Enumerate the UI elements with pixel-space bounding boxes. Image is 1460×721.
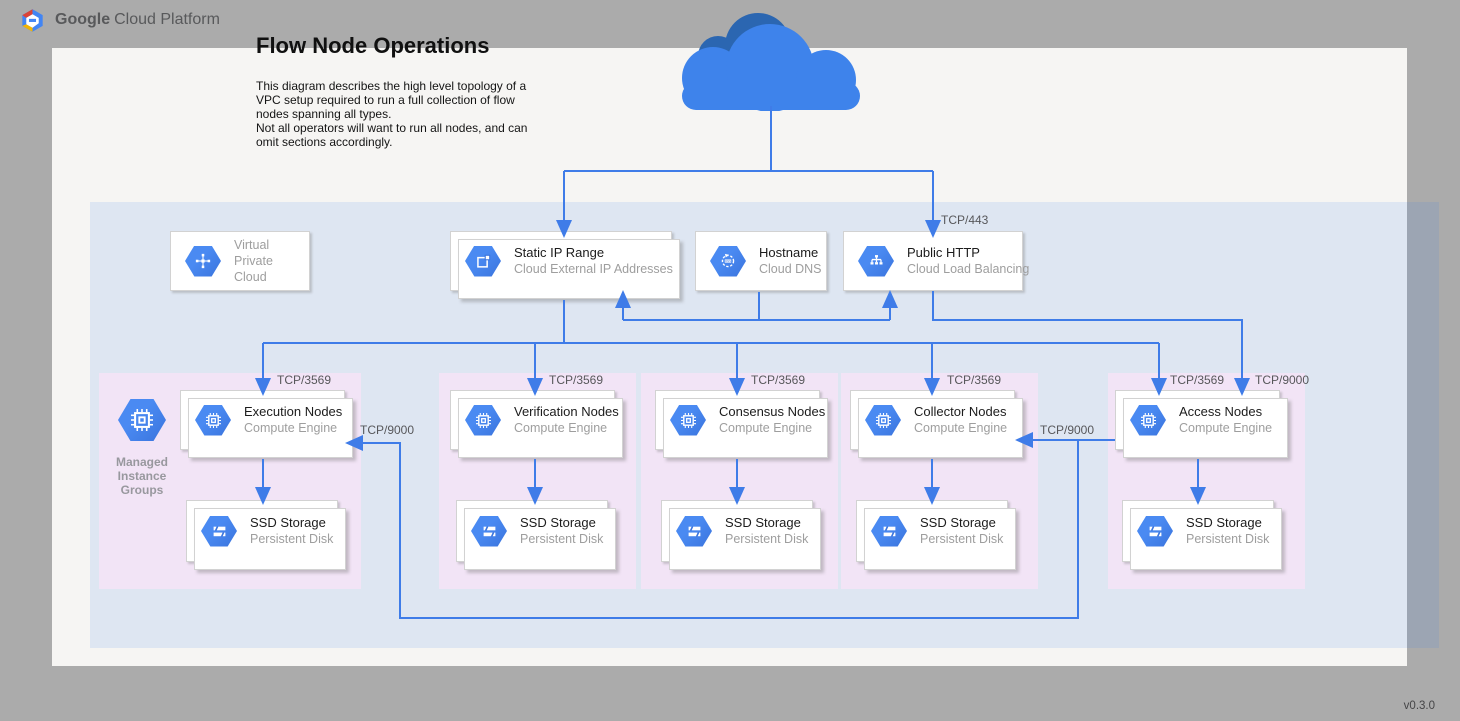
port-label-tcp3569-consensus: TCP/3569 [751,373,806,387]
port-label-tcp3569-execution: TCP/3569 [277,373,332,387]
persistent-disk-icon [201,515,237,547]
node-subtitle: Compute Engine [514,421,608,435]
load-balancer-icon [858,245,894,277]
node-title: Collector Nodes [914,404,1007,419]
logo-text-cloud-platform: Cloud Platform [114,11,220,28]
port-label-tcp3569-collector: TCP/3569 [947,373,1002,387]
port-label-tcp9000-collector: TCP/9000 [1040,423,1095,437]
hostname-title: Hostname [759,245,819,260]
hostname-subtitle: Cloud DNS [759,262,822,276]
node-title: Access Nodes [1179,404,1263,419]
port-label-tcp9000-access: TCP/9000 [1255,373,1310,387]
static-ip-range-card: Static IP Range Cloud External IP Addres… [450,231,680,299]
compute-engine-icon [865,404,901,436]
hostname-card: DNS Hostname Cloud DNS [695,231,827,291]
compute-engine-icon [670,404,706,436]
storage-subtitle: Persistent Disk [725,532,809,546]
page-description: This diagram describes the high level to… [256,79,528,149]
public-http-subtitle: Cloud Load Balancing [907,262,1030,276]
static-ip-title: Static IP Range [514,245,605,260]
storage-subtitle: Persistent Disk [1186,532,1270,546]
node-subtitle: Compute Engine [244,421,338,435]
compute-engine-icon [1130,404,1166,436]
node-title: Verification Nodes [514,404,619,419]
node-subtitle: Compute Engine [914,421,1008,435]
storage-title: SSD Storage [250,515,326,530]
node-subtitle: Compute Engine [1179,421,1273,435]
port-label-tcp3569-access: TCP/3569 [1170,373,1225,387]
virtual-private-cloud-card: Virtual Private Cloud [170,231,310,291]
storage-subtitle: Persistent Disk [520,532,604,546]
vpc-card-label: Virtual Private Cloud [234,238,273,284]
storage-title: SSD Storage [520,515,596,530]
persistent-disk-icon [676,515,712,547]
node-title: Consensus Nodes [719,404,826,419]
gcp-logo-icon [19,8,46,32]
public-http-title: Public HTTP [907,245,980,260]
compute-engine-icon [465,404,501,436]
version-label: v0.3.0 [1403,700,1435,712]
node-subtitle: Compute Engine [719,421,813,435]
logo-text-google: Google [55,11,111,28]
vpc-icon [185,245,221,277]
svg-text:DNS: DNS [725,259,731,263]
storage-subtitle: Persistent Disk [250,532,334,546]
port-label-tcp443: TCP/443 [941,213,989,227]
page-title: Flow Node Operations [256,33,490,58]
internet-cloud-icon [680,9,865,116]
port-label-tcp9000-execution: TCP/9000 [360,423,415,437]
storage-title: SSD Storage [1186,515,1262,530]
storage-title: SSD Storage [920,515,996,530]
storage-subtitle: Persistent Disk [920,532,1004,546]
storage-title: SSD Storage [725,515,801,530]
node-title: Execution Nodes [244,404,343,419]
static-ip-subtitle: Cloud External IP Addresses [514,262,673,276]
persistent-disk-icon [1137,515,1173,547]
public-http-card: Public HTTP Cloud Load Balancing [843,231,1029,291]
cloud-dns-icon: DNS [710,245,746,277]
persistent-disk-icon [871,515,907,547]
persistent-disk-icon [471,515,507,547]
compute-engine-icon [195,404,231,436]
managed-instance-groups-label: Managed Instance Groups [115,455,168,497]
external-ip-icon [465,245,501,277]
port-label-tcp3569-verification: TCP/3569 [549,373,604,387]
